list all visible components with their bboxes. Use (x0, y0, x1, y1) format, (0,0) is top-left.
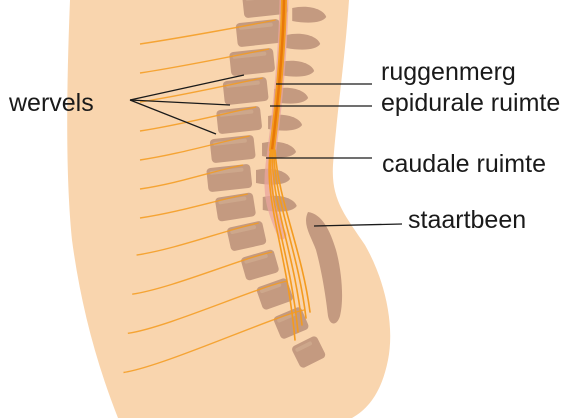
label-ruggenmerg: ruggenmerg (381, 60, 516, 85)
label-staartbeen: staartbeen (408, 208, 526, 233)
label-wervels: wervels (9, 91, 94, 116)
label-epidurale-ruimte: epidurale ruimte (381, 91, 560, 116)
label-caudale-ruimte: caudale ruimte (382, 152, 546, 177)
